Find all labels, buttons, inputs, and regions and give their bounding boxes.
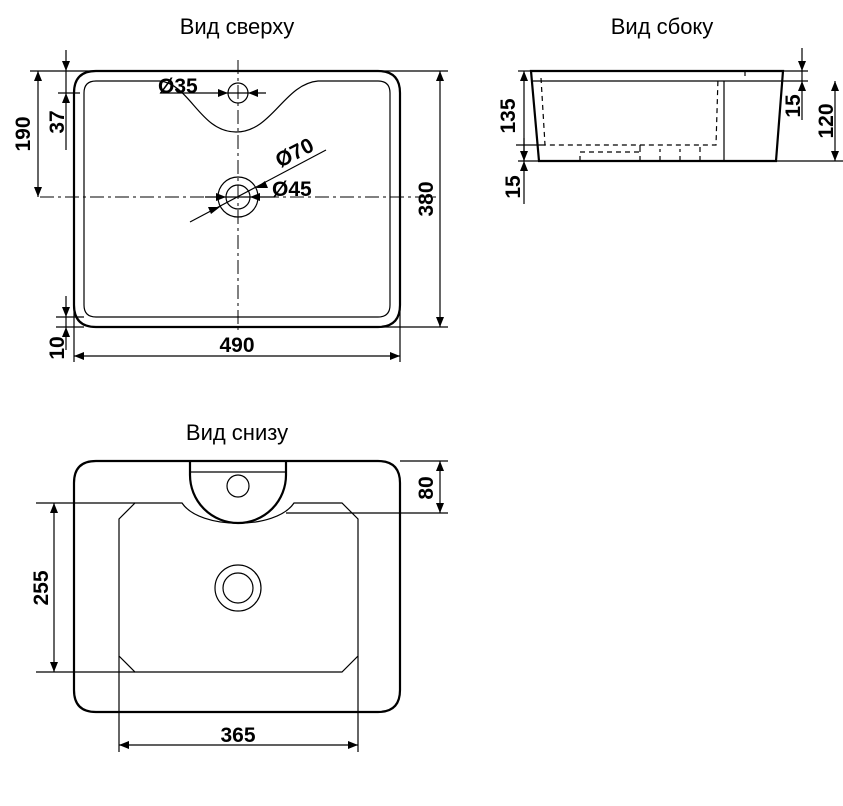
arrow <box>798 61 806 71</box>
arrow <box>62 327 70 337</box>
bottom-view-title: Вид снизу <box>186 420 288 445</box>
bottom-drain-outer <box>214 564 262 612</box>
side-view: Вид сбоку 135 15 15 120 <box>497 14 843 204</box>
dim-190: 190 <box>12 116 35 151</box>
arrow <box>798 81 806 91</box>
arrow <box>520 161 528 171</box>
dim-135: 135 <box>497 98 520 133</box>
arrow <box>256 181 268 188</box>
arrow <box>248 89 258 97</box>
arrow <box>62 307 70 317</box>
top-view-outer-rim <box>72 69 402 329</box>
bottom-view-outer-rim <box>72 459 402 714</box>
dim-365: 365 <box>220 724 255 747</box>
arrow <box>208 207 220 214</box>
side-view-hidden-drain <box>579 71 746 161</box>
dim-d45: Ø45 <box>272 178 312 201</box>
dim-120: 120 <box>815 103 838 138</box>
arrow <box>62 93 70 103</box>
dim-80: 80 <box>415 476 438 499</box>
arrow <box>216 193 226 201</box>
dim-15-top: 15 <box>782 94 805 118</box>
side-view-title: Вид сбоку <box>611 14 714 39</box>
top-view-title: Вид сверху <box>180 14 295 39</box>
bottom-view-base <box>118 502 359 673</box>
dim-d35: Ø35 <box>158 75 198 98</box>
dim-380: 380 <box>415 181 438 216</box>
side-view-hidden-basin <box>540 77 719 146</box>
dim-255: 255 <box>30 570 53 605</box>
arrow <box>250 193 260 201</box>
top-view: Вид сверху 190 37 Ø35 Ø70 <box>12 14 448 362</box>
bottom-tap-hole <box>226 474 250 498</box>
dim-490: 490 <box>219 334 254 357</box>
dim-15-bottom: 15 <box>502 175 525 199</box>
dim-10: 10 <box>46 336 69 359</box>
arrow <box>218 89 228 97</box>
tap-boss <box>188 461 288 525</box>
arrow <box>62 61 70 71</box>
bottom-view: Вид снизу 80 255 365 <box>30 420 448 752</box>
dim-37: 37 <box>46 110 69 133</box>
bottom-drain-inner <box>222 572 254 604</box>
side-view-body <box>529 69 785 163</box>
top-view-inner-basin <box>83 80 391 318</box>
